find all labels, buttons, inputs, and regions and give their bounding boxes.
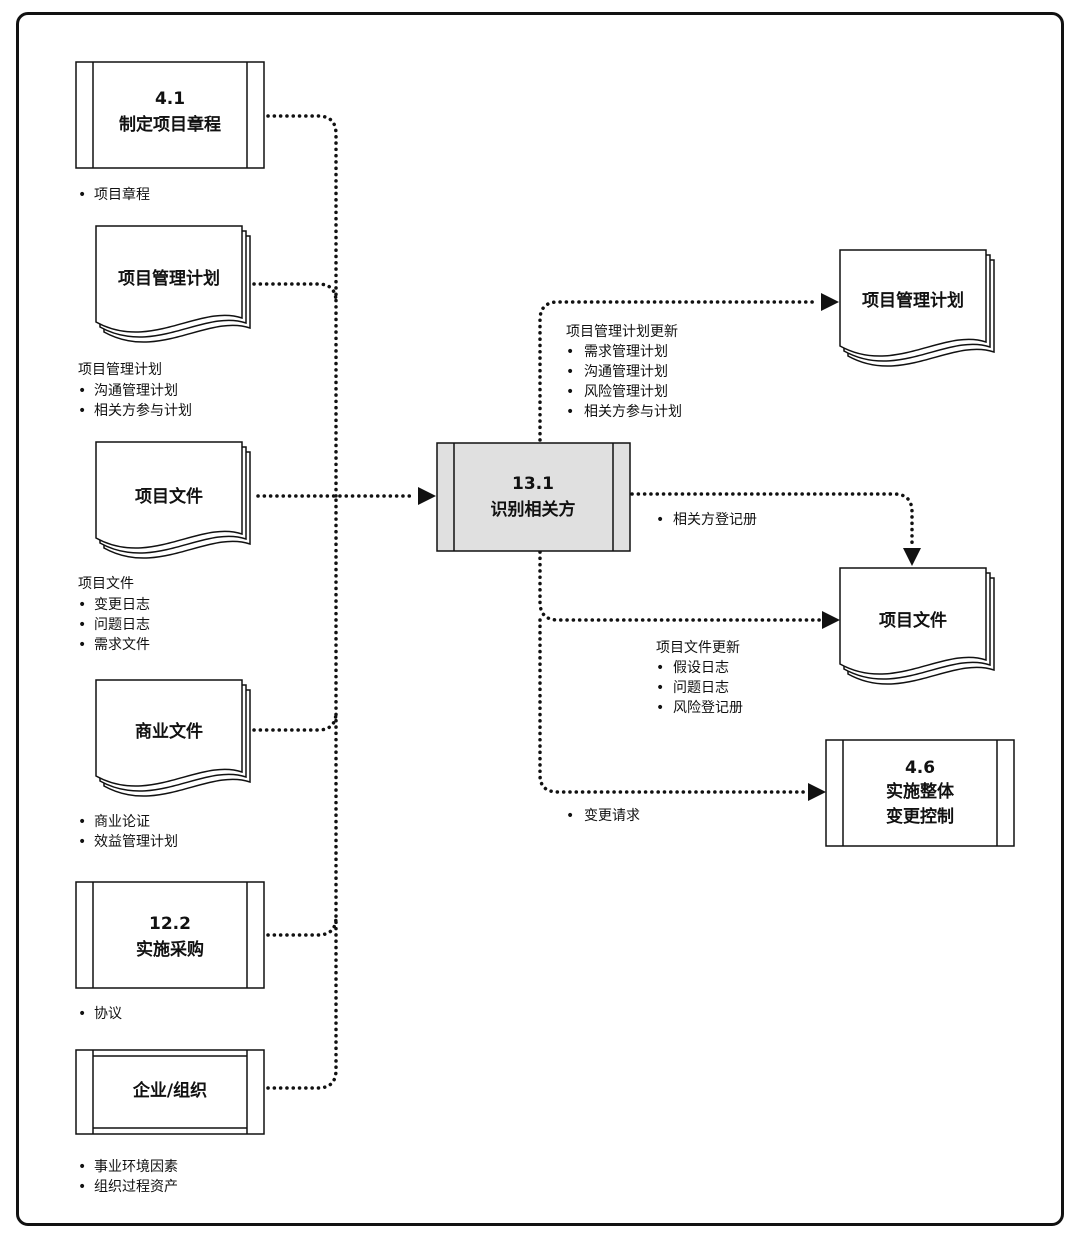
node-name-line1: 实施整体 (886, 781, 955, 802)
annotation-bullet: • (78, 1179, 86, 1195)
annotation-item: 问题日志 (673, 680, 729, 696)
annotation-title: 项目文件 (78, 576, 134, 592)
flow-pm-plan-out (538, 300, 820, 442)
document-stack-pm-plan-out[interactable]: 项目管理计划 (839, 249, 995, 367)
annotation-bullet: • (78, 834, 86, 850)
arrowhead-to-center (418, 487, 436, 505)
arrowheads (418, 293, 921, 801)
flow-business-docs (252, 710, 338, 732)
annotation-charter: • 项目章程 (78, 186, 150, 203)
node-number: 4.6 (905, 758, 935, 778)
node-name: 商业文件 (135, 721, 203, 742)
document-stack-project-docs-out[interactable]: 项目文件 (839, 567, 995, 685)
annotation-item: 问题日志 (94, 617, 150, 633)
annotation-item: 效益管理计划 (94, 834, 178, 850)
annotation-bullet: • (656, 512, 664, 528)
flow-stakeholder-register (630, 492, 914, 550)
annotation-item: 需求管理计划 (584, 344, 668, 360)
flow-project-docs-out (538, 550, 824, 622)
annotation-item: 风险管理计划 (584, 384, 668, 400)
annotation-bullet: • (78, 814, 86, 830)
node-name-line2: 变更控制 (886, 806, 954, 827)
arrowhead-to-project-docs-out (903, 548, 921, 566)
annotation-bullet: • (78, 637, 86, 653)
annotation-item: 商业论证 (94, 814, 150, 830)
node-name: 企业/组织 (132, 1080, 207, 1101)
process-box-change-control[interactable]: 4.6 实施整体 变更控制 (825, 739, 1015, 847)
annotation-bullet: • (78, 617, 86, 633)
process-box-procurement[interactable]: 12.2 实施采购 (75, 881, 265, 989)
node-name: 项目文件 (135, 486, 203, 507)
flow-pm-plan-in (252, 282, 338, 304)
flow-change-requests (538, 618, 810, 794)
annotation-item: 变更请求 (584, 808, 640, 824)
annotation-procurement: • 协议 (78, 1006, 122, 1022)
flow-charter (266, 114, 338, 498)
annotation-item: 变更日志 (94, 597, 150, 613)
annotation-change-requests: • 变更请求 (566, 808, 640, 824)
arrowhead-to-project-docs-out-updates (822, 611, 840, 629)
annotation-project-docs-updates: 项目文件更新 • 假设日志 • 问题日志 • 风险登记册 (656, 640, 743, 716)
arrowhead-to-pm-plan-out (821, 293, 839, 311)
annotation-bullet: • (566, 364, 574, 380)
annotation-item: 协议 (94, 1006, 122, 1022)
annotation-item: 组织过程资产 (94, 1179, 178, 1195)
annotation-bullet: • (78, 383, 86, 399)
process-box-charter[interactable]: 4.1 制定项目章程 (75, 61, 265, 169)
document-stack-pm-plan-in[interactable]: 项目管理计划 (95, 225, 251, 343)
annotation-item: 事业环境因素 (94, 1159, 178, 1175)
flow-enterprise (266, 494, 338, 1090)
annotation-business-docs: • 商业论证 • 效益管理计划 (78, 814, 178, 850)
annotation-title: 项目管理计划 (78, 362, 162, 378)
annotation-bullet: • (656, 660, 664, 676)
annotation-item: 相关方参与计划 (94, 402, 192, 419)
annotation-item: 沟通管理计划 (94, 383, 178, 399)
annotation-title: 项目文件更新 (656, 640, 740, 656)
node-name: 项目文件 (879, 610, 947, 631)
annotation-item: 项目章程 (94, 186, 150, 203)
annotation-item: 假设日志 (673, 660, 729, 676)
node-name: 项目管理计划 (118, 268, 220, 289)
annotation-pm-plan-updates: 项目管理计划更新 • 需求管理计划 • 沟通管理计划 • 风险管理计划 • 相关… (566, 324, 682, 420)
node-number: 12.2 (149, 914, 191, 934)
annotation-item: 相关方登记册 (673, 512, 757, 528)
annotation-bullet: • (78, 403, 86, 419)
annotation-stakeholder-register: • 相关方登记册 (656, 512, 757, 528)
document-stack-business-docs[interactable]: 商业文件 (95, 679, 251, 797)
annotation-bullet: • (78, 1159, 86, 1175)
annotation-bullet: • (78, 187, 86, 203)
annotation-bullet: • (78, 597, 86, 613)
annotation-item: 风险登记册 (673, 700, 743, 716)
annotation-project-docs-in: 项目文件 • 变更日志 • 问题日志 • 需求文件 (78, 576, 150, 653)
annotation-bullet: • (656, 680, 664, 696)
process-box-center[interactable]: 13.1 识别相关方 (436, 442, 631, 552)
node-name: 实施采购 (136, 939, 204, 960)
annotation-bullet: • (566, 404, 574, 420)
node-name: 制定项目章程 (119, 114, 221, 135)
annotation-bullet: • (566, 384, 574, 400)
annotation-bullet: • (78, 1006, 86, 1022)
document-stack-project-docs-in[interactable]: 项目文件 (95, 441, 251, 559)
annotation-bullet: • (566, 808, 574, 824)
annotation-bullet: • (566, 344, 574, 360)
flow-lines (252, 114, 914, 1090)
arrowhead-to-change-control (808, 783, 826, 801)
annotation-enterprise: • 事业环境因素 • 组织过程资产 (78, 1159, 178, 1195)
annotation-item: 相关方参与计划 (584, 403, 682, 420)
annotation-pm-plan-in: 项目管理计划 • 沟通管理计划 • 相关方参与计划 (78, 362, 192, 419)
annotation-title: 项目管理计划更新 (566, 324, 678, 340)
node-name: 项目管理计划 (862, 290, 964, 311)
enterprise-box[interactable]: 企业/组织 (75, 1049, 265, 1135)
annotation-item: 沟通管理计划 (584, 364, 668, 380)
node-name: 识别相关方 (491, 499, 576, 520)
flow-procurement (266, 915, 338, 937)
node-number: 4.1 (155, 89, 185, 109)
annotation-item: 需求文件 (94, 637, 150, 653)
annotation-bullet: • (656, 700, 664, 716)
node-number: 13.1 (512, 474, 554, 494)
